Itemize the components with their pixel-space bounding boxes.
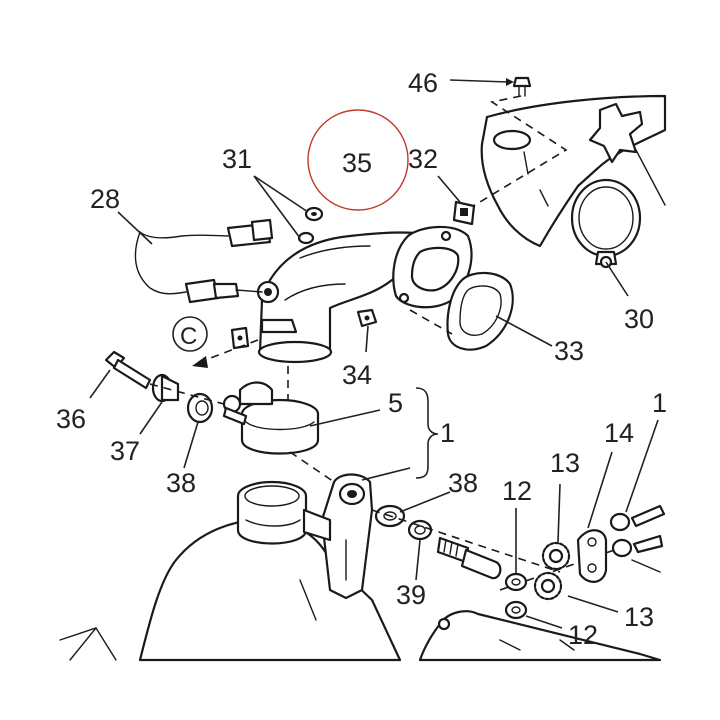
callout-12-upper: 12: [502, 476, 532, 506]
stud-bolt: [436, 536, 502, 580]
callout-1: 1: [440, 418, 455, 448]
leader-lines: [89, 78, 659, 629]
washer-39: [407, 519, 433, 541]
callout-labels: 46 35 31 32 28 30 33 34 C 36 37 38 5 1 3…: [56, 68, 667, 650]
bolt-46: [512, 76, 532, 97]
spacer-37: [151, 373, 180, 403]
nut-34: [356, 308, 378, 328]
assembly-brace: [415, 387, 439, 479]
exhaust-pipe-35: [256, 225, 473, 364]
callout-38-lower: 38: [448, 468, 478, 498]
callout-5: 5: [388, 388, 403, 418]
gear-13-upper: [541, 541, 571, 571]
callout-31: 31: [222, 144, 252, 174]
callout-c: C: [180, 323, 197, 350]
lambda-sensor-28: [134, 218, 274, 304]
muffler-bracket: [302, 473, 374, 600]
callout-37: 37: [110, 436, 140, 466]
washer-12-lower: [504, 600, 528, 620]
callout-38-upper: 38: [166, 468, 196, 498]
callout-14: 14: [604, 418, 634, 448]
gasket-33: [446, 271, 514, 351]
callout-28: 28: [90, 184, 120, 214]
washer-12-upper: [504, 572, 528, 592]
clip-c: [230, 326, 250, 350]
footrest-plate: [418, 610, 662, 662]
gear-13-lower: [533, 571, 563, 601]
clip-nut-32: [452, 200, 476, 226]
callout-1-edge: 1: [652, 388, 667, 418]
callout-30: 30: [624, 304, 654, 334]
rear-bracket: [480, 94, 667, 248]
nut-31: [297, 206, 324, 245]
clamp-5: [222, 381, 320, 455]
callout-35: 35: [342, 148, 372, 178]
callout-34: 34: [342, 360, 372, 390]
muffler-body: [59, 480, 402, 662]
callout-39: 39: [396, 580, 426, 610]
callout-12-lower: 12: [568, 620, 598, 650]
highlight-circle: [307, 109, 409, 211]
callout-13-upper: 13: [550, 448, 580, 478]
callout-32: 32: [408, 144, 438, 174]
callout-36: 36: [56, 404, 86, 434]
callout-circle-c: [172, 316, 208, 352]
callout-46: 46: [408, 68, 438, 98]
bolt-36: [104, 350, 152, 390]
hose-clamp-30: [570, 178, 642, 269]
callout-33: 33: [554, 336, 584, 366]
callout-13-lower: 13: [624, 602, 654, 632]
grommet-38-upper: [186, 392, 214, 424]
plate-14: [576, 529, 608, 583]
right-fasteners: [609, 504, 666, 573]
